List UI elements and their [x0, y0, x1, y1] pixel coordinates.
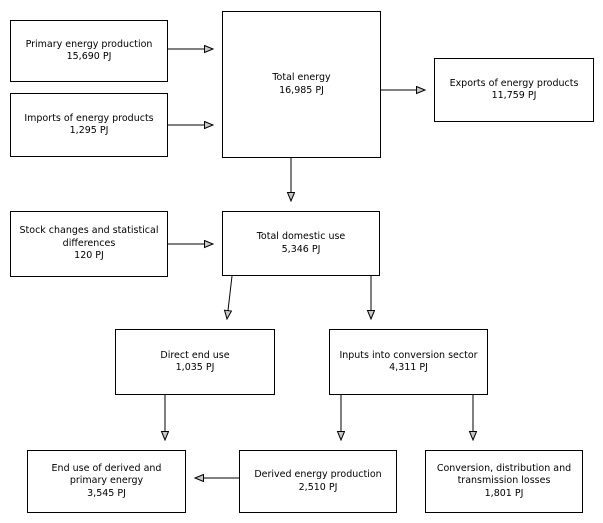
node-value: 16,985 PJ: [279, 84, 324, 96]
node-value: 2,510 PJ: [298, 481, 338, 493]
node-label: Total domestic use: [256, 231, 346, 242]
node-label: Conversion, distribution and transmissio…: [436, 462, 572, 487]
node-label: Derived energy production: [254, 469, 382, 480]
node-label: Primary energy production: [25, 38, 153, 50]
node-label: End use of derived and primary energy: [51, 462, 162, 487]
node-value: 11,759 PJ: [491, 90, 537, 101]
node-label: Inputs into conversion sector: [339, 349, 478, 361]
edge-domestic-use-to-direct-end-use: [227, 275, 233, 319]
node-value: 3,545 PJ: [87, 487, 126, 499]
node-label: Stock changes and statistical difference…: [19, 225, 159, 249]
node-value: 15,690 PJ: [66, 51, 112, 62]
node-label: Direct end use: [160, 349, 230, 361]
node-stock-changes-and-statistical-differences[interactable]: Stock changes and statistical difference…: [10, 211, 168, 277]
node-value: 120 PJ: [74, 250, 104, 262]
node-label: Exports of energy products: [449, 77, 579, 89]
node-conversion-distribution-and-transmission-losses[interactable]: Conversion, distribution and transmissio…: [425, 450, 583, 513]
node-value: 1,035 PJ: [175, 362, 215, 373]
node-value: 1,295 PJ: [69, 125, 109, 136]
node-value: 1,801 PJ: [484, 487, 524, 499]
node-label: Imports of energy products: [24, 112, 154, 124]
node-label: Total energy: [272, 72, 331, 83]
node-value: 5,346 PJ: [281, 243, 321, 255]
node-value: 4,311 PJ: [389, 362, 428, 373]
